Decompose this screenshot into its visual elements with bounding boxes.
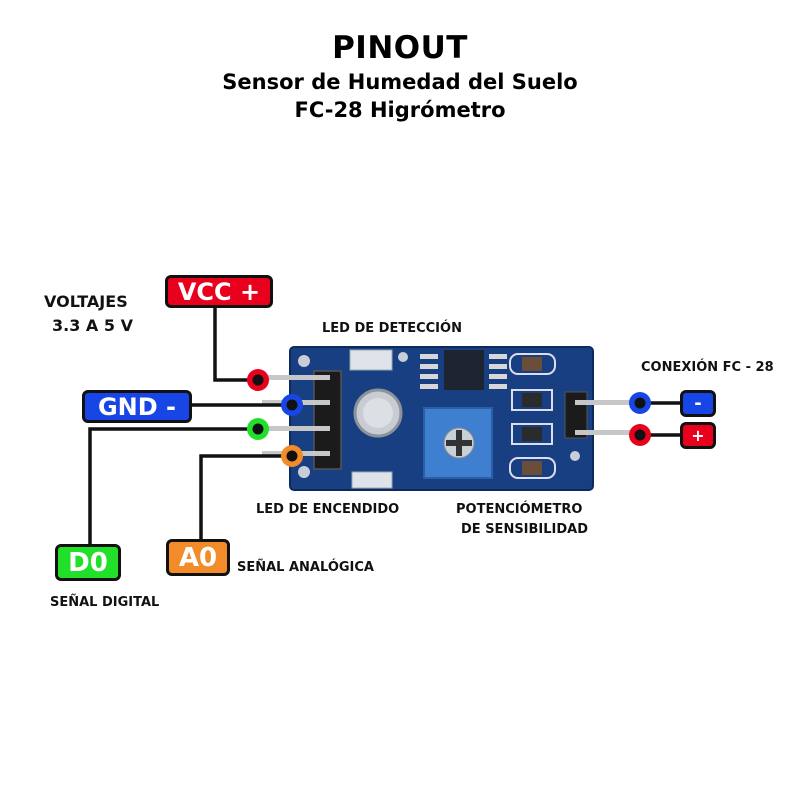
gnd-label-text: GND - bbox=[97, 392, 177, 421]
probe-plus-text: + bbox=[691, 426, 705, 445]
d0-description: SEÑAL DIGITAL bbox=[50, 595, 160, 610]
voltage-note-line2: 3.3 A 5 V bbox=[52, 316, 133, 335]
detection-led bbox=[349, 349, 393, 371]
pot-label-line2: DE SENSIBILIDAD bbox=[461, 522, 589, 537]
vcc-label: VCC + bbox=[165, 275, 273, 308]
vcc-wire bbox=[213, 306, 258, 382]
power-led-label: LED DE ENCENDIDO bbox=[256, 502, 400, 517]
a0-wire bbox=[199, 454, 292, 540]
mounting-hole bbox=[398, 352, 408, 362]
mounting-hole bbox=[298, 355, 310, 367]
probe-minus-label: - bbox=[680, 390, 716, 417]
page-title: PINOUT bbox=[332, 30, 468, 66]
mounting-hole bbox=[570, 451, 580, 461]
probe-plus-label: + bbox=[680, 422, 716, 449]
detection-led-label: LED DE DETECCIÓN bbox=[322, 321, 462, 336]
mounting-hole bbox=[298, 466, 310, 478]
page-subtitle: Sensor de Humedad del Suelo bbox=[222, 70, 578, 94]
d0-label-text: D0 bbox=[68, 547, 108, 578]
gnd-label: GND - bbox=[82, 390, 192, 423]
pot-label-line1: POTENCIÓMETRO bbox=[456, 502, 583, 517]
a0-label: A0 bbox=[166, 539, 230, 576]
a0-description: SEÑAL ANALÓGICA bbox=[237, 560, 374, 575]
vcc-label-text: VCC + bbox=[177, 277, 261, 306]
d0-label: D0 bbox=[55, 544, 121, 581]
probe-connector-title: CONEXIÓN FC - 28 bbox=[641, 360, 774, 375]
model-name: FC-28 Higrómetro bbox=[294, 98, 506, 122]
a0-label-text: A0 bbox=[178, 542, 218, 573]
sensor-board bbox=[262, 346, 640, 491]
comparator-ic bbox=[444, 350, 484, 390]
power-led bbox=[351, 471, 393, 489]
probe-minus-text: - bbox=[694, 393, 702, 414]
d0-wire bbox=[88, 427, 258, 545]
voltage-note-line1: VOLTAJES bbox=[44, 292, 128, 311]
